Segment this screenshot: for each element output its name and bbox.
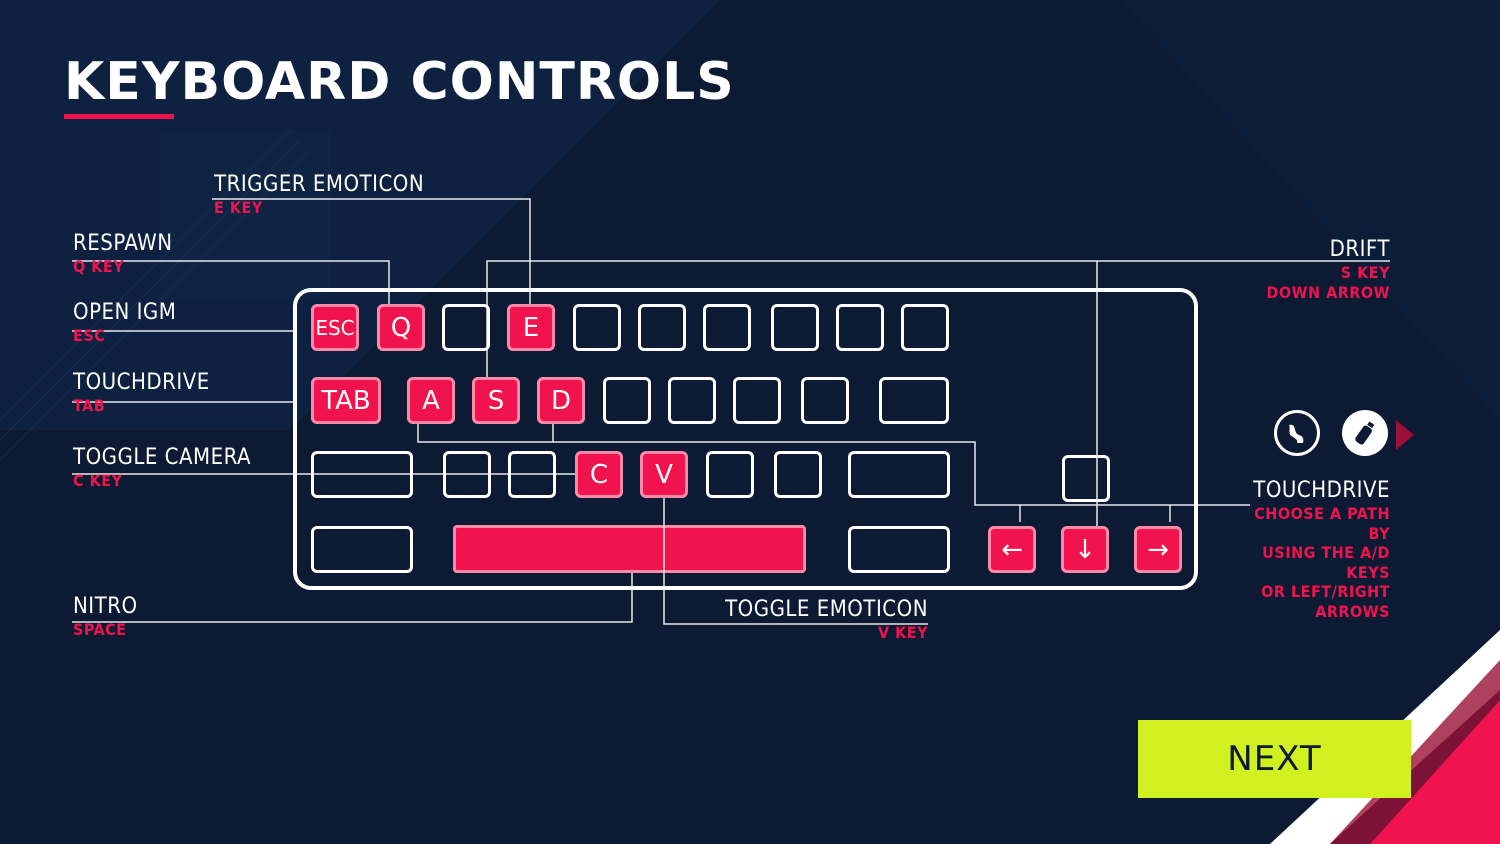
key-line: KEYS [1346, 562, 1390, 582]
key-blank [901, 304, 949, 351]
label-touchdrive-right: TOUCHDRIVE CHOOSE A PATH BY USING THE A/… [1253, 478, 1390, 621]
key-text: V KEY [877, 623, 928, 642]
label-drift: DRIFT S KEY DOWN ARROW [1266, 237, 1390, 302]
key-blank [879, 377, 949, 424]
key-blank [771, 304, 819, 351]
key-left-arrow: ← [988, 526, 1036, 573]
key-text: C KEY [73, 471, 123, 490]
key-line: OR LEFT/RIGHT [1261, 582, 1390, 601]
key-blank [442, 304, 490, 351]
key-blank [801, 377, 849, 424]
left-arrow-icon: ← [1001, 534, 1023, 565]
key-text: E KEY [214, 198, 263, 217]
key-blank [733, 377, 781, 424]
key-q: Q [377, 304, 425, 351]
key-v-label: V [655, 459, 673, 490]
key-blank [603, 377, 651, 424]
key-line: S KEY [1340, 263, 1390, 282]
key-space [453, 525, 806, 573]
key-esc-label: ESC [315, 315, 355, 340]
label-open-igm: OPEN IGM ESC [73, 300, 176, 346]
key-v: V [640, 451, 688, 498]
key-line: CHOOSE A PATH [1254, 504, 1390, 523]
label-toggle-camera: TOGGLE CAMERA C KEY [73, 445, 251, 491]
key-blank [508, 451, 556, 498]
title-underline [64, 114, 174, 119]
key-d-label: D [550, 385, 572, 416]
action-text: RESPAWN [73, 231, 173, 256]
key-e-label: E [522, 312, 540, 343]
key-esc: ESC [311, 304, 359, 351]
key-blank [311, 451, 413, 498]
key-tab-label: TAB [321, 385, 371, 416]
key-blank [443, 451, 491, 498]
label-nitro: NITRO SPACE [73, 594, 138, 640]
key-line: ARROWS [1315, 601, 1390, 621]
action-text: TOGGLE CAMERA [73, 445, 251, 470]
key-a: A [407, 377, 455, 424]
key-blank [836, 304, 884, 351]
key-blank [774, 451, 822, 498]
key-c: C [575, 451, 623, 498]
next-button[interactable]: NEXT [1138, 720, 1411, 798]
key-right-arrow: → [1134, 526, 1182, 573]
key-c-label: C [589, 459, 609, 490]
key-line: DOWN ARROW [1266, 282, 1390, 302]
key-blank [703, 304, 751, 351]
key-text: SPACE [73, 620, 127, 639]
action-text: TOUCHDRIVE [1253, 478, 1390, 503]
action-text: OPEN IGM [73, 300, 177, 325]
bottle-nitro-icon [1342, 410, 1388, 456]
key-s-label: S [487, 385, 505, 416]
key-line: BY [1368, 523, 1390, 543]
action-text: TOUCHDRIVE [73, 370, 210, 395]
key-blank [638, 304, 686, 351]
key-blank [848, 451, 950, 498]
key-tab: TAB [311, 377, 381, 424]
action-text: DRIFT [1329, 237, 1390, 262]
key-blank [311, 526, 413, 573]
label-respawn: RESPAWN Q KEY [73, 231, 173, 277]
key-e: E [507, 304, 555, 351]
action-text: NITRO [73, 594, 138, 619]
key-blank [573, 304, 621, 351]
key-up-arrow-blank [1062, 455, 1110, 502]
key-line: USING THE A/D [1262, 543, 1390, 562]
key-text: Q KEY [73, 257, 125, 276]
key-a-label: A [422, 385, 440, 416]
key-blank [848, 526, 950, 573]
key-down-arrow: ↓ [1061, 526, 1109, 573]
arrow-right-icon [1396, 420, 1414, 450]
road-path-icon [1274, 410, 1320, 456]
key-d: D [537, 377, 585, 424]
key-s: S [472, 377, 520, 424]
action-text: TRIGGER EMOTICON [214, 172, 425, 197]
key-text: TAB [73, 396, 106, 415]
page-title: KEYBOARD CONTROLS [64, 52, 735, 112]
key-text: ESC [73, 326, 106, 345]
label-trigger-emoticon: TRIGGER EMOTICON E KEY [214, 172, 424, 218]
key-blank [706, 451, 754, 498]
action-text: TOGGLE EMOTICON [725, 597, 928, 622]
down-arrow-icon: ↓ [1074, 534, 1096, 565]
label-toggle-emoticon: TOGGLE EMOTICON V KEY [725, 597, 928, 643]
right-arrow-icon: → [1147, 534, 1169, 565]
key-q-label: Q [390, 312, 412, 343]
key-blank [668, 377, 716, 424]
label-touchdrive-left: TOUCHDRIVE TAB [73, 370, 210, 416]
